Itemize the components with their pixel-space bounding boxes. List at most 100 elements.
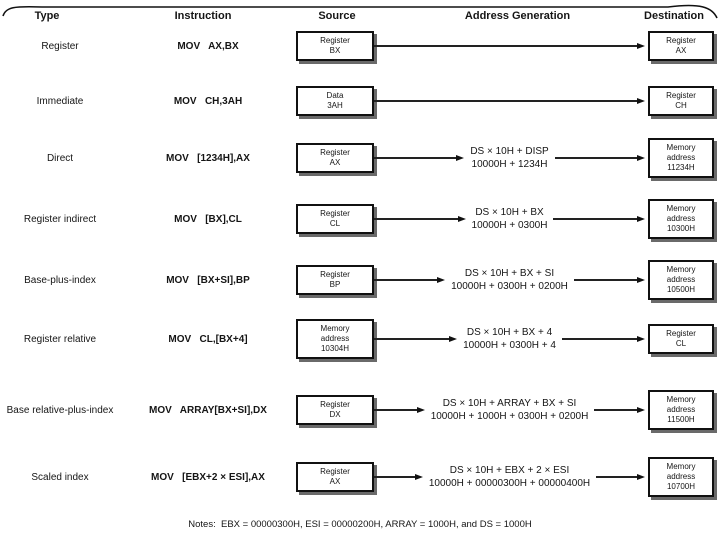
- row-instruction: MOV [1234H],AX: [166, 152, 250, 164]
- source-box-text: Register: [320, 148, 350, 157]
- destination-box-text: CH: [675, 101, 687, 110]
- source-box-text: DX: [329, 410, 341, 419]
- flow-line: [374, 100, 637, 102]
- address-generation-formula: DS × 10H + BX: [475, 207, 544, 218]
- arrow-right-icon: [456, 155, 465, 161]
- address-generation: DS × 10H + BX + SI 10000H + 0300H + 0200…: [445, 267, 574, 293]
- destination-box-text: Register: [666, 329, 696, 338]
- destination-box-text: Memory: [666, 395, 696, 404]
- flow-line: [374, 338, 450, 340]
- source-box-text: Register: [320, 270, 350, 279]
- address-generation-values: 10000H + 0300H + 4: [463, 340, 556, 351]
- source-box-text: address: [320, 334, 350, 343]
- flow-line: [374, 409, 417, 411]
- arrow-right-icon: [637, 216, 645, 222]
- row-instruction: MOV [BX+SI],BP: [166, 274, 250, 286]
- destination-box-text: Memory: [666, 462, 696, 471]
- flow-connector: DS × 10H + EBX + 2 × ESI 10000H + 000003…: [374, 458, 645, 496]
- source-box-text: Register: [320, 36, 350, 45]
- source-box-text: 3AH: [327, 101, 343, 110]
- destination-box-text: 11234H: [667, 163, 695, 172]
- destination-box-text: 10500H: [666, 285, 696, 294]
- row-type-label: Register: [41, 40, 79, 52]
- row-type-label: Register indirect: [23, 213, 97, 225]
- destination-box-text: Memory: [666, 265, 696, 274]
- page-top-border: [2, 4, 718, 19]
- destination-box-text: AX: [675, 46, 687, 55]
- source-box-text: Memory: [320, 324, 350, 333]
- row-instruction: MOV CH,3AH: [173, 95, 243, 107]
- flow-line: [573, 279, 638, 281]
- arrow-right-icon: [637, 277, 646, 283]
- column-header-destination: Destination: [644, 10, 704, 22]
- flow-line: [594, 409, 637, 411]
- arrow-right-icon: [414, 474, 423, 480]
- source-box-text: Register: [320, 400, 350, 409]
- address-generation-formula: DS × 10H + DISP: [470, 146, 549, 157]
- source-box-text: 10304H: [320, 344, 350, 353]
- row-type-label: Immediate: [36, 95, 84, 107]
- destination-box-text: Register: [666, 91, 696, 100]
- arrow-right-icon: [457, 216, 466, 222]
- address-generation-values: 10000H + 1000H + 0300H + 0200H: [430, 411, 589, 422]
- flow-connector: DS × 10H + ARRAY + BX + SI 10000H + 1000…: [374, 391, 645, 429]
- row-scaled-index: Scaled index MOV [EBX+2 × ESI],AX Regist…: [0, 457, 720, 497]
- row-instruction: MOV CL,[BX+4]: [168, 333, 248, 345]
- arrow-right-icon: [437, 277, 446, 283]
- source-box-text: BX: [329, 46, 341, 55]
- address-generation: DS × 10H + ARRAY + BX + SI 10000H + 1000…: [425, 397, 595, 423]
- address-generation-values: 10000H + 0300H + 0200H: [451, 281, 568, 292]
- flow-connector: [374, 27, 645, 65]
- address-generation-formula: DS × 10H + ARRAY + BX + SI: [442, 398, 577, 409]
- destination-box-text: Memory: [666, 204, 696, 213]
- source-box-text: Register: [320, 467, 350, 476]
- column-header-instruction: Instruction: [174, 10, 232, 22]
- address-generation-values: 10000H + 1234H: [471, 159, 548, 170]
- arrow-right-icon: [637, 98, 645, 104]
- source-box-text: AX: [329, 158, 341, 167]
- address-generation-values: 10000H + 00000300H + 00000400H: [428, 478, 591, 489]
- address-generation-formula: DS × 10H + EBX + 2 × ESI: [449, 465, 570, 476]
- flow-connector: [374, 82, 645, 120]
- destination-box-text: 10700H: [666, 482, 696, 491]
- flow-line: [554, 157, 637, 159]
- column-header-address-generation: Address Generation: [464, 10, 571, 22]
- row-type-label: Base relative-plus-index: [6, 404, 114, 416]
- row-type-label: Register relative: [23, 333, 97, 345]
- row-base-relative-plus-index: Base relative-plus-index MOV ARRAY[BX+SI…: [0, 390, 720, 430]
- arrow-right-icon: [637, 155, 645, 161]
- arrow-right-icon: [637, 43, 645, 49]
- flow-connector: DS × 10H + BX + 4 10000H + 0300H + 4: [374, 320, 646, 358]
- flow-line: [374, 218, 458, 220]
- flow-line: [374, 45, 637, 47]
- address-generation: DS × 10H + DISP 10000H + 1234H: [464, 145, 554, 171]
- column-header-source: Source: [318, 10, 356, 22]
- arrow-right-icon: [416, 407, 425, 413]
- address-generation: DS × 10H + BX 10000H + 0300H: [466, 206, 554, 232]
- address-generation-formula: DS × 10H + BX + SI: [464, 268, 555, 279]
- row-instruction: MOV ARRAY[BX+SI],DX: [149, 404, 267, 416]
- destination-box-text: address: [666, 405, 696, 414]
- flow-connector: DS × 10H + BX + SI 10000H + 0300H + 0200…: [374, 261, 646, 299]
- flow-line: [374, 279, 438, 281]
- destination-box-text: address: [666, 275, 696, 284]
- row-instruction: MOV [EBX+2 × ESI],AX: [151, 471, 265, 483]
